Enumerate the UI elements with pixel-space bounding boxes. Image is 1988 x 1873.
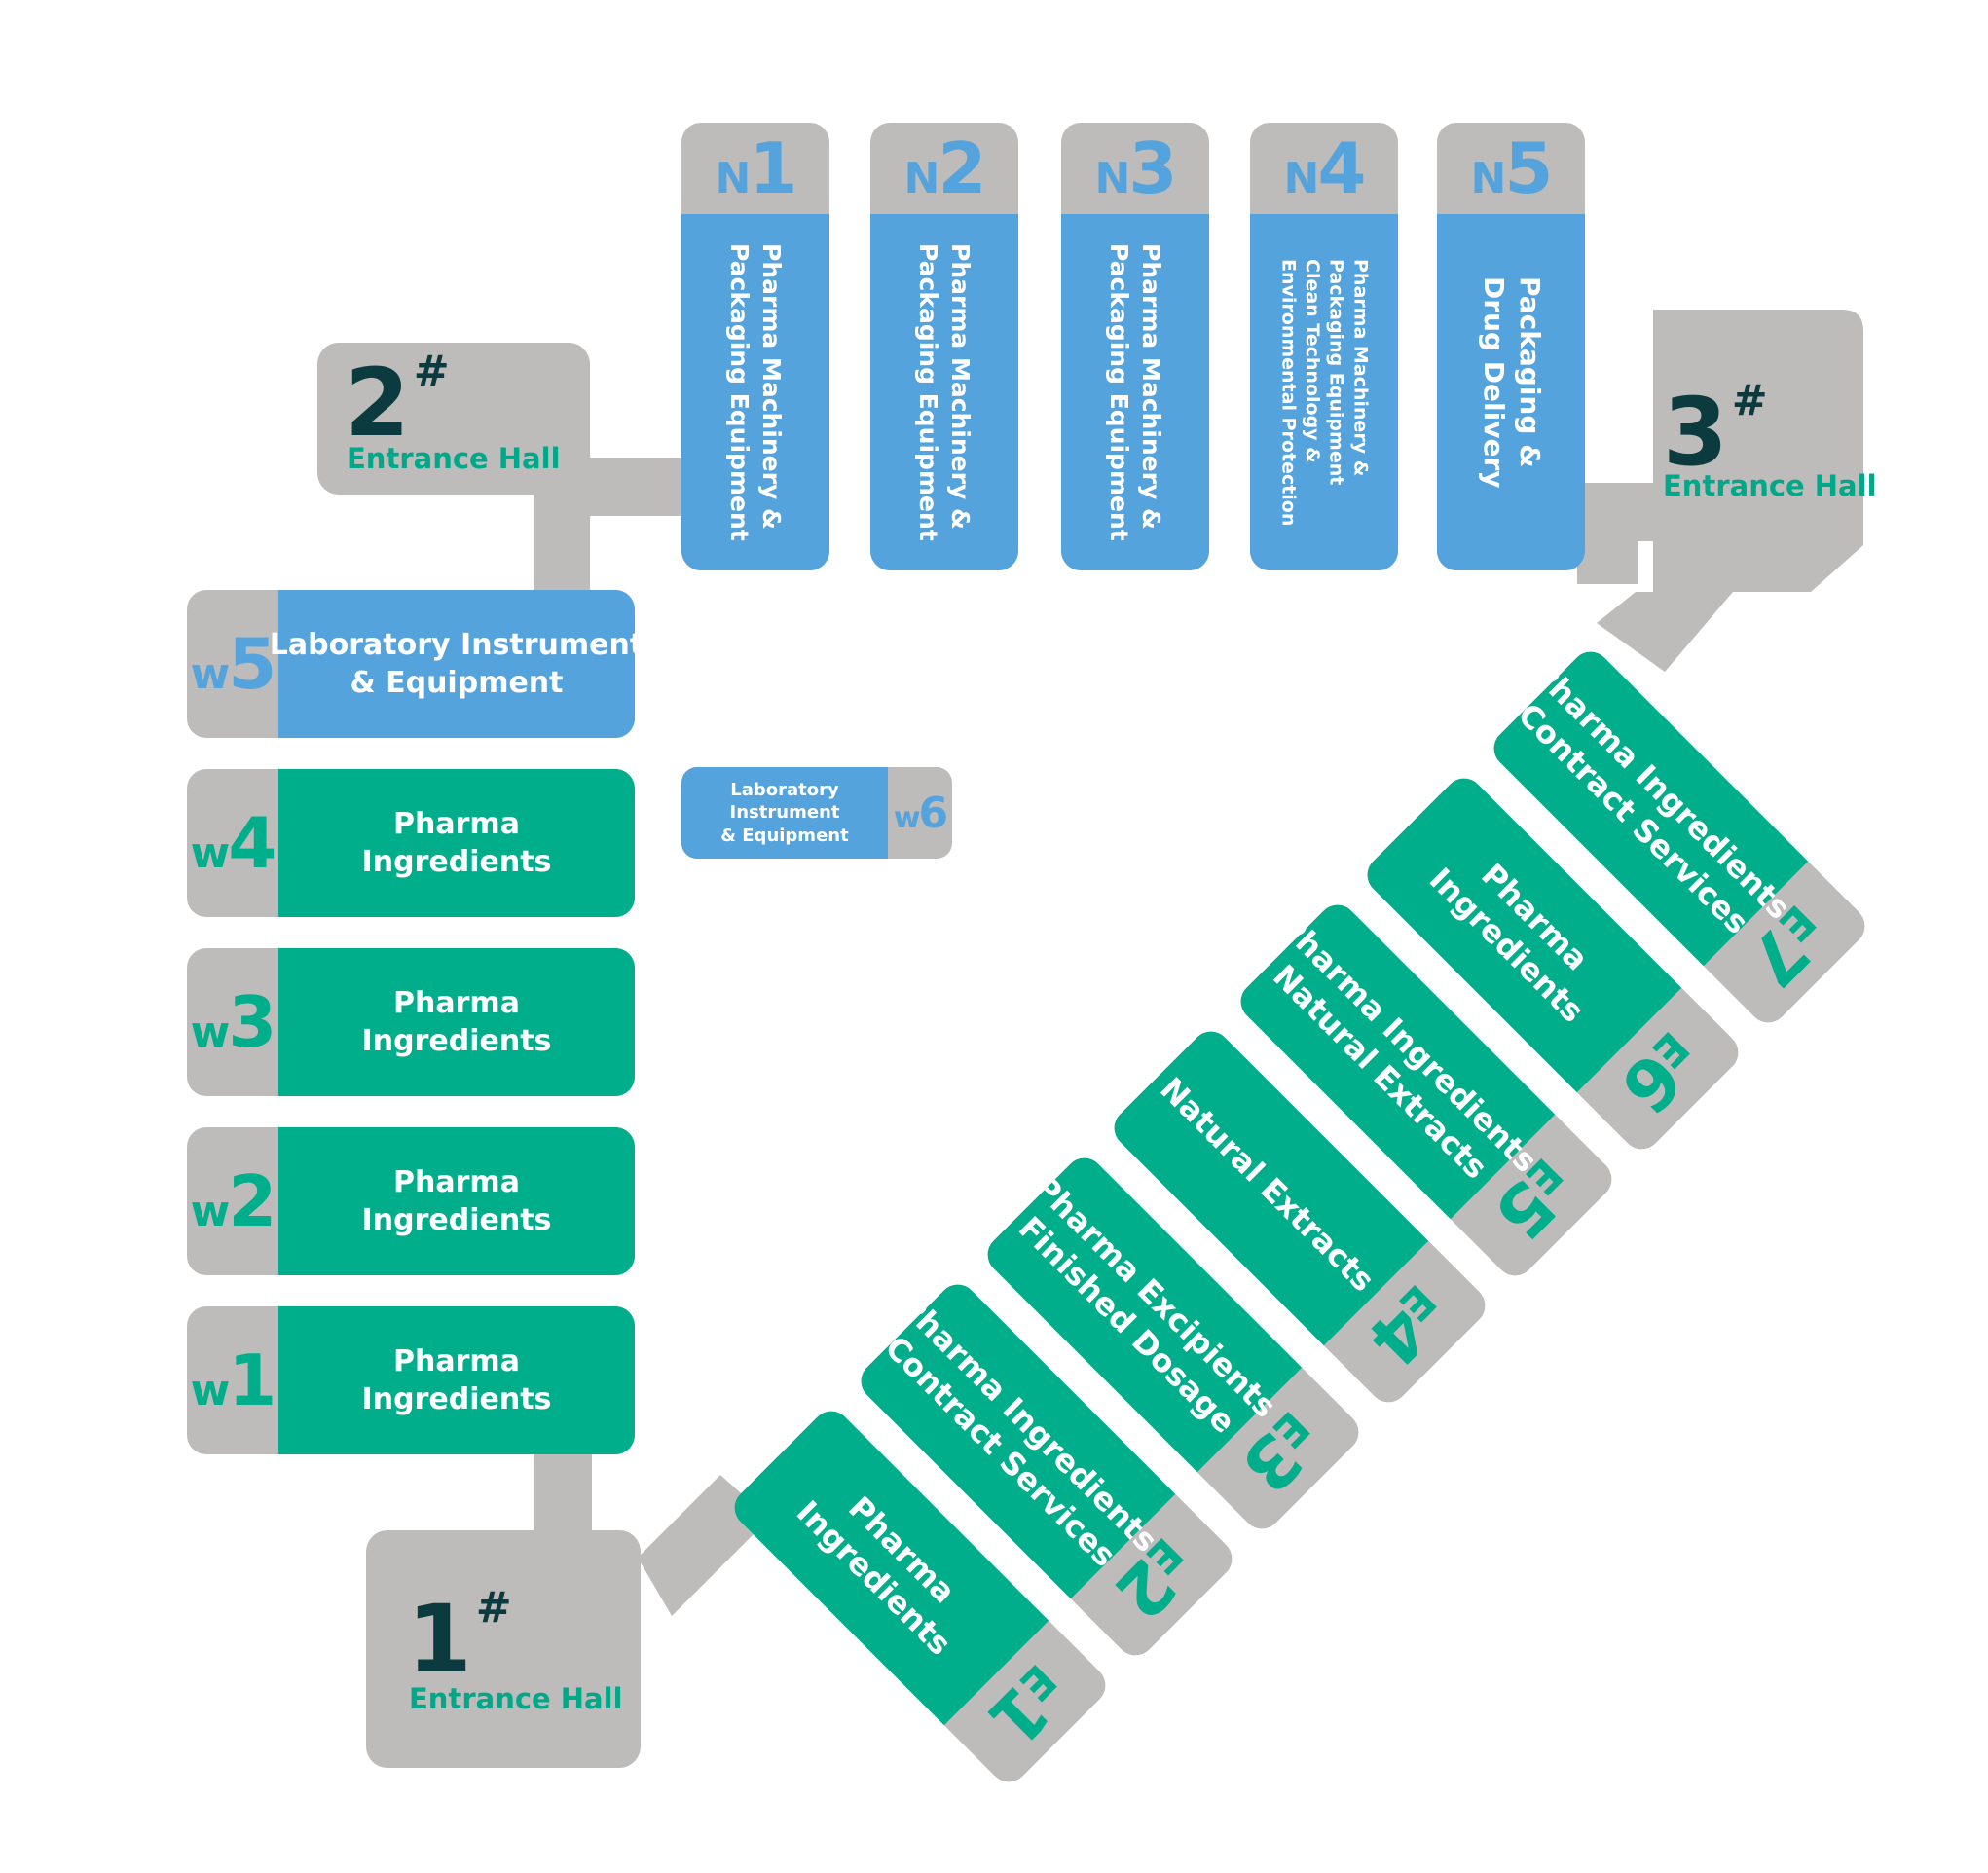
booth-n3-label: Pharma Machinery & Packaging Equipment	[1061, 214, 1209, 570]
booth-n5[interactable]: N5 Packaging & Drug Delivery	[1437, 123, 1585, 570]
booth-n2[interactable]: N2 Pharma Machinery & Packaging Equipmen…	[870, 123, 1018, 570]
booth-w1[interactable]: w1 Pharma Ingredients	[187, 1306, 635, 1454]
booth-n1[interactable]: N1 Pharma Machinery & Packaging Equipmen…	[681, 123, 829, 570]
booth-n1-label: Pharma Machinery & Packaging Equipment	[681, 214, 829, 570]
hall-3-block	[1653, 310, 1863, 592]
booth-w2-label: Pharma Ingredients	[278, 1127, 635, 1275]
booth-n4-code: N4	[1283, 128, 1367, 209]
booth-w2-code: w2	[190, 1160, 277, 1242]
booth-n3-code: N3	[1094, 128, 1178, 209]
booth-w5[interactable]: w5 Laboratory Instrument & Equipment	[187, 590, 635, 738]
booth-w3[interactable]: w3 Pharma Ingredients	[187, 948, 635, 1096]
hall-1-block	[366, 1530, 641, 1768]
booth-w5-code: w5	[190, 623, 277, 705]
booth-n5-code: N5	[1470, 128, 1554, 209]
hall-2-number: 2#	[345, 347, 450, 458]
booth-w4-label: Pharma Ingredients	[278, 769, 635, 917]
booth-w1-code: w1	[190, 1340, 277, 1421]
hall-2-link-south	[534, 487, 590, 594]
booth-w4[interactable]: w4 Pharma Ingredients	[187, 769, 635, 917]
hall-1-label: Entrance Hall	[409, 1682, 623, 1715]
booth-w2[interactable]: w2 Pharma Ingredients	[187, 1127, 635, 1275]
hall-1-link-north	[534, 1441, 592, 1548]
hall-3-link-diagonal	[1597, 592, 1733, 672]
booth-n4-label: Pharma Machinery & Packaging Equipment C…	[1250, 214, 1398, 570]
booth-w1-label: Pharma Ingredients	[278, 1306, 635, 1454]
booth-n1-code: N1	[715, 128, 798, 209]
booth-w3-code: w3	[190, 981, 277, 1063]
hall-3-link-down	[1577, 526, 1638, 584]
hall-3-label: Entrance Hall	[1663, 469, 1877, 502]
booth-w4-code: w4	[190, 802, 277, 884]
booth-n4[interactable]: N4 Pharma Machinery & Packaging Equipmen…	[1250, 123, 1398, 570]
booth-n3[interactable]: N3 Pharma Machinery & Packaging Equipmen…	[1061, 123, 1209, 570]
booth-w3-label: Pharma Ingredients	[278, 948, 635, 1096]
booth-n5-label: Packaging & Drug Delivery	[1437, 214, 1585, 570]
booth-w6-code: w6	[893, 788, 948, 838]
hall-1-number: 1#	[407, 1583, 512, 1694]
booth-w6[interactable]: Laboratory Instrument & Equipment w6	[681, 767, 952, 859]
hall-2-label: Entrance Hall	[347, 442, 561, 475]
booth-n2-label: Pharma Machinery & Packaging Equipment	[870, 214, 1018, 570]
booth-n2-code: N2	[903, 128, 987, 209]
booth-w5-label: Laboratory Instrument & Equipment	[270, 590, 635, 738]
hall-2-block	[317, 343, 590, 495]
booth-w6-label: Laboratory Instrument & Equipment	[681, 767, 888, 859]
hall-3-number: 3#	[1663, 376, 1768, 487]
